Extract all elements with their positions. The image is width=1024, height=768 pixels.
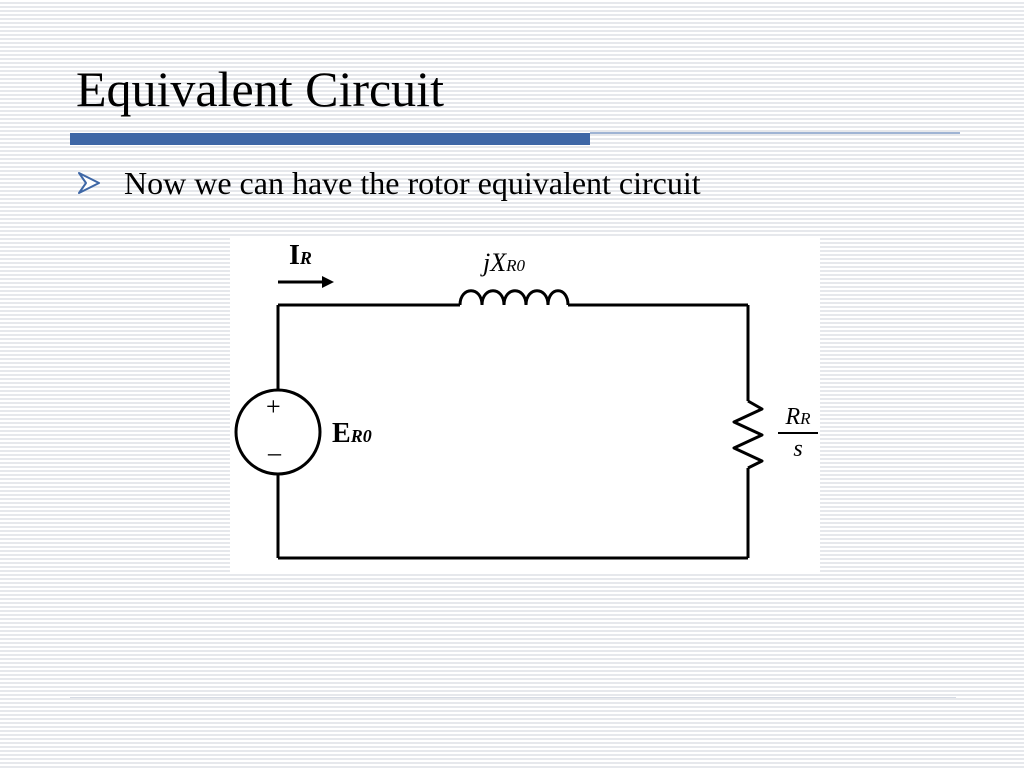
- resistance-denominator: s: [793, 436, 803, 463]
- title-underline-thin: [590, 132, 960, 134]
- arrow-bullet-icon: [78, 172, 100, 195]
- resistor-zigzag: [732, 399, 764, 470]
- source-plus-sign: +: [266, 392, 281, 421]
- circuit-svg: [234, 276, 764, 560]
- bullet-item: Now we can have the rotor equivalent cir…: [76, 164, 701, 202]
- inductor-coil: [458, 289, 570, 306]
- reactance-label: jXR0: [483, 248, 525, 277]
- current-label: IR: [289, 240, 312, 271]
- bullet-text: Now we can have the rotor equivalent cir…: [124, 165, 701, 201]
- voltage-source-circle: [234, 388, 322, 476]
- source-label: ER0: [332, 418, 372, 449]
- source-minus-sign: –: [268, 438, 281, 467]
- current-arrow: [278, 276, 334, 288]
- footer-divider: [70, 697, 956, 698]
- slide-title: Equivalent Circuit: [76, 61, 444, 117]
- fraction-bar: [778, 432, 818, 435]
- title-underline-thick: [70, 133, 590, 145]
- resistance-numerator: RR: [785, 404, 811, 430]
- rotor-circuit-diagram: IR jXR0 + – ER0 RR s: [230, 236, 820, 572]
- resistance-fraction: RR s: [776, 404, 820, 463]
